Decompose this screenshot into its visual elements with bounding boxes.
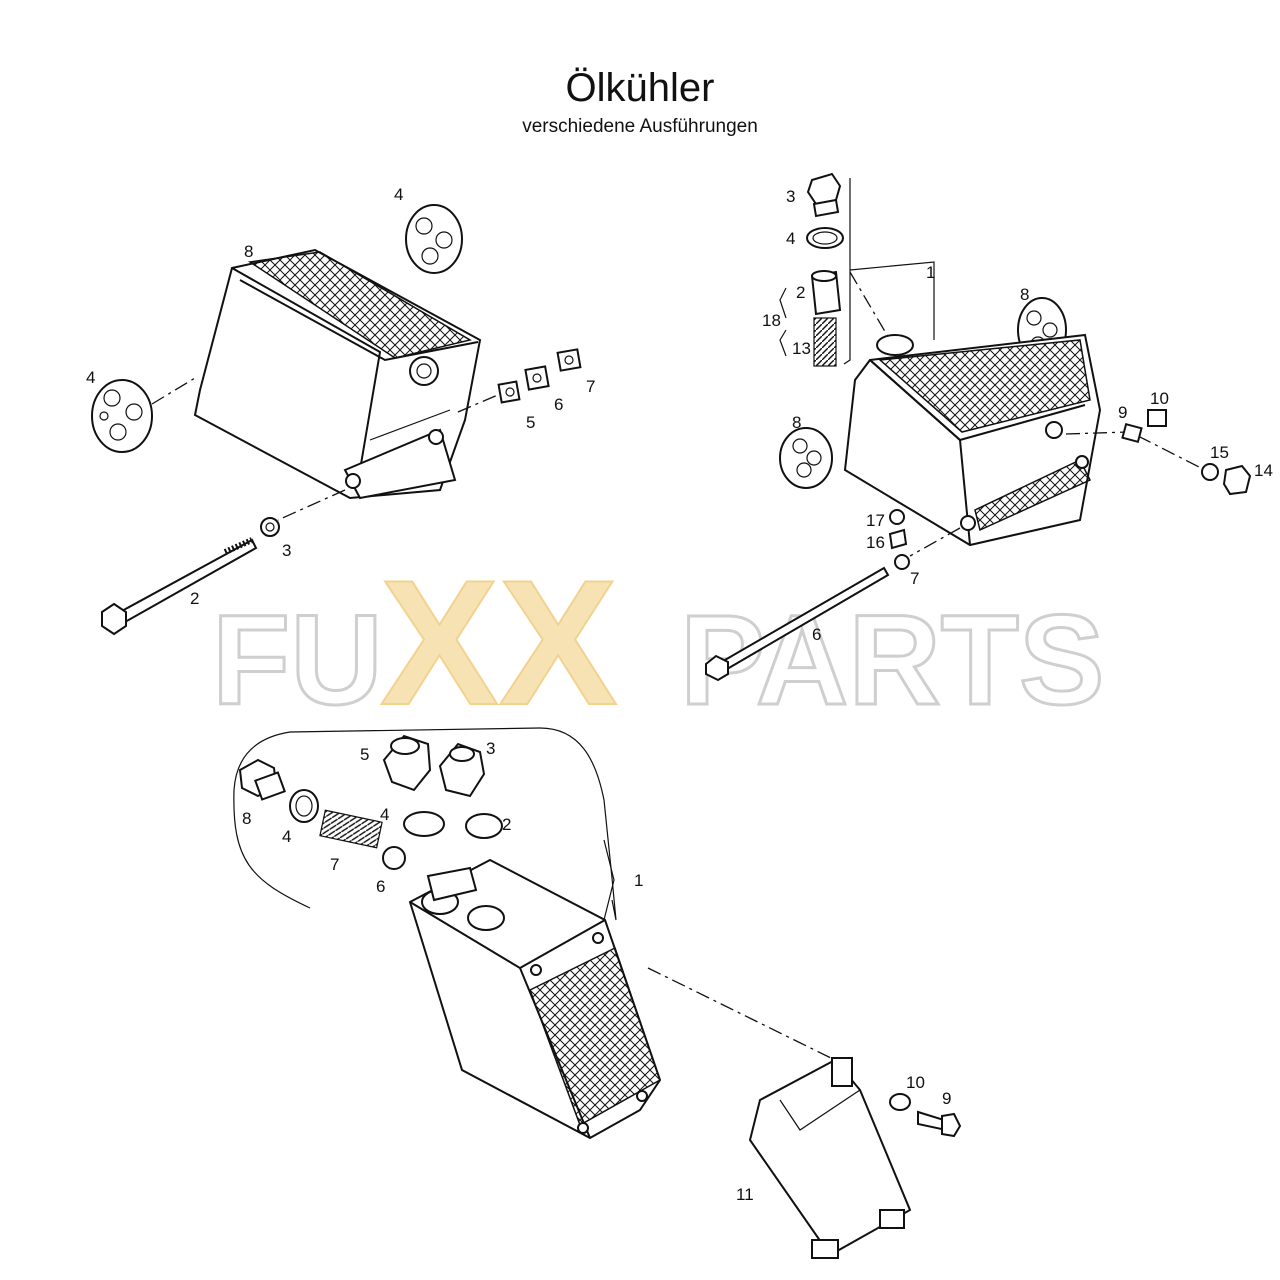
callout-a-8: 2 xyxy=(190,589,199,608)
bracket-c xyxy=(748,1057,912,1259)
fittings-c xyxy=(238,734,503,870)
callout-c-1: 5 xyxy=(360,745,369,764)
callout-a-1: 4 xyxy=(86,368,95,387)
callout-a-3: 4 xyxy=(394,185,403,204)
callout-b-3: 1 xyxy=(926,263,935,282)
callout-b-16: 6 xyxy=(812,625,821,644)
callout-b-11: 15 xyxy=(1210,443,1229,462)
callout-c-3: 8 xyxy=(242,809,251,828)
watermark: FU XX PARTS xyxy=(211,542,1106,743)
callout-b-5: 18 xyxy=(762,311,781,330)
page-title: Ölkühler xyxy=(565,66,715,110)
cooler-body-b xyxy=(843,333,1102,547)
callout-b-15: 7 xyxy=(910,569,919,588)
callout-b-13: 17 xyxy=(866,511,885,530)
callout-c-4: 4 xyxy=(282,827,291,846)
callout-c-2: 3 xyxy=(486,739,495,758)
assembly-a-oil-cooler: 4 8 4 5 6 7 3 2 xyxy=(86,185,595,636)
callout-b-6: 13 xyxy=(792,339,811,358)
callout-c-10: 10 xyxy=(906,1073,925,1092)
page-subtitle: verschiedene Ausführungen xyxy=(522,116,758,137)
callout-c-11: 9 xyxy=(942,1089,951,1108)
watermark-right-text: PARTS xyxy=(680,589,1104,732)
callout-c-8: 6 xyxy=(376,877,385,896)
hardware-b xyxy=(888,409,1252,570)
bolt-a xyxy=(101,537,258,636)
callout-b-12: 14 xyxy=(1254,461,1273,480)
callout-c-9: 1 xyxy=(634,871,643,890)
cooler-body-a xyxy=(193,248,482,500)
callout-a-4: 5 xyxy=(526,413,535,432)
hardware-c xyxy=(889,1093,962,1138)
callout-b-4: 2 xyxy=(796,283,805,302)
watermark-middle-text: XX xyxy=(380,543,617,742)
gasket-top-a xyxy=(405,204,463,274)
callout-c-6: 2 xyxy=(502,815,511,834)
washer-plates-a xyxy=(497,348,582,404)
valve-stack-b xyxy=(779,172,935,367)
callout-b-14: 16 xyxy=(866,533,885,552)
gasket-left-b xyxy=(779,427,833,489)
callout-b-7: 8 xyxy=(1020,285,1029,304)
assembly-c-oil-cooler: 5 3 8 4 4 2 7 6 1 10 9 11 xyxy=(233,727,962,1259)
watermark-left-text: FU xyxy=(212,589,383,732)
bolt-b xyxy=(705,566,890,682)
callout-a-5: 6 xyxy=(554,395,563,414)
callout-c-12: 11 xyxy=(736,1185,754,1204)
callout-b-8: 8 xyxy=(792,413,801,432)
callout-c-7: 7 xyxy=(330,855,339,874)
callout-b-9: 9 xyxy=(1118,403,1127,422)
callout-b-10: 10 xyxy=(1150,389,1169,408)
cooler-body-c xyxy=(408,858,662,1140)
callout-c-5: 4 xyxy=(380,805,389,824)
callout-a-7: 3 xyxy=(282,541,291,560)
callout-b-1: 3 xyxy=(786,187,795,206)
callout-a-6: 7 xyxy=(586,377,595,396)
callout-a-2: 8 xyxy=(244,242,253,261)
assembly-b-oil-cooler: 3 4 1 2 18 13 8 8 9 10 15 14 17 16 7 6 xyxy=(705,172,1273,682)
callout-b-2: 4 xyxy=(786,229,795,248)
washer-a xyxy=(260,517,280,537)
gasket-left-a xyxy=(91,379,153,453)
